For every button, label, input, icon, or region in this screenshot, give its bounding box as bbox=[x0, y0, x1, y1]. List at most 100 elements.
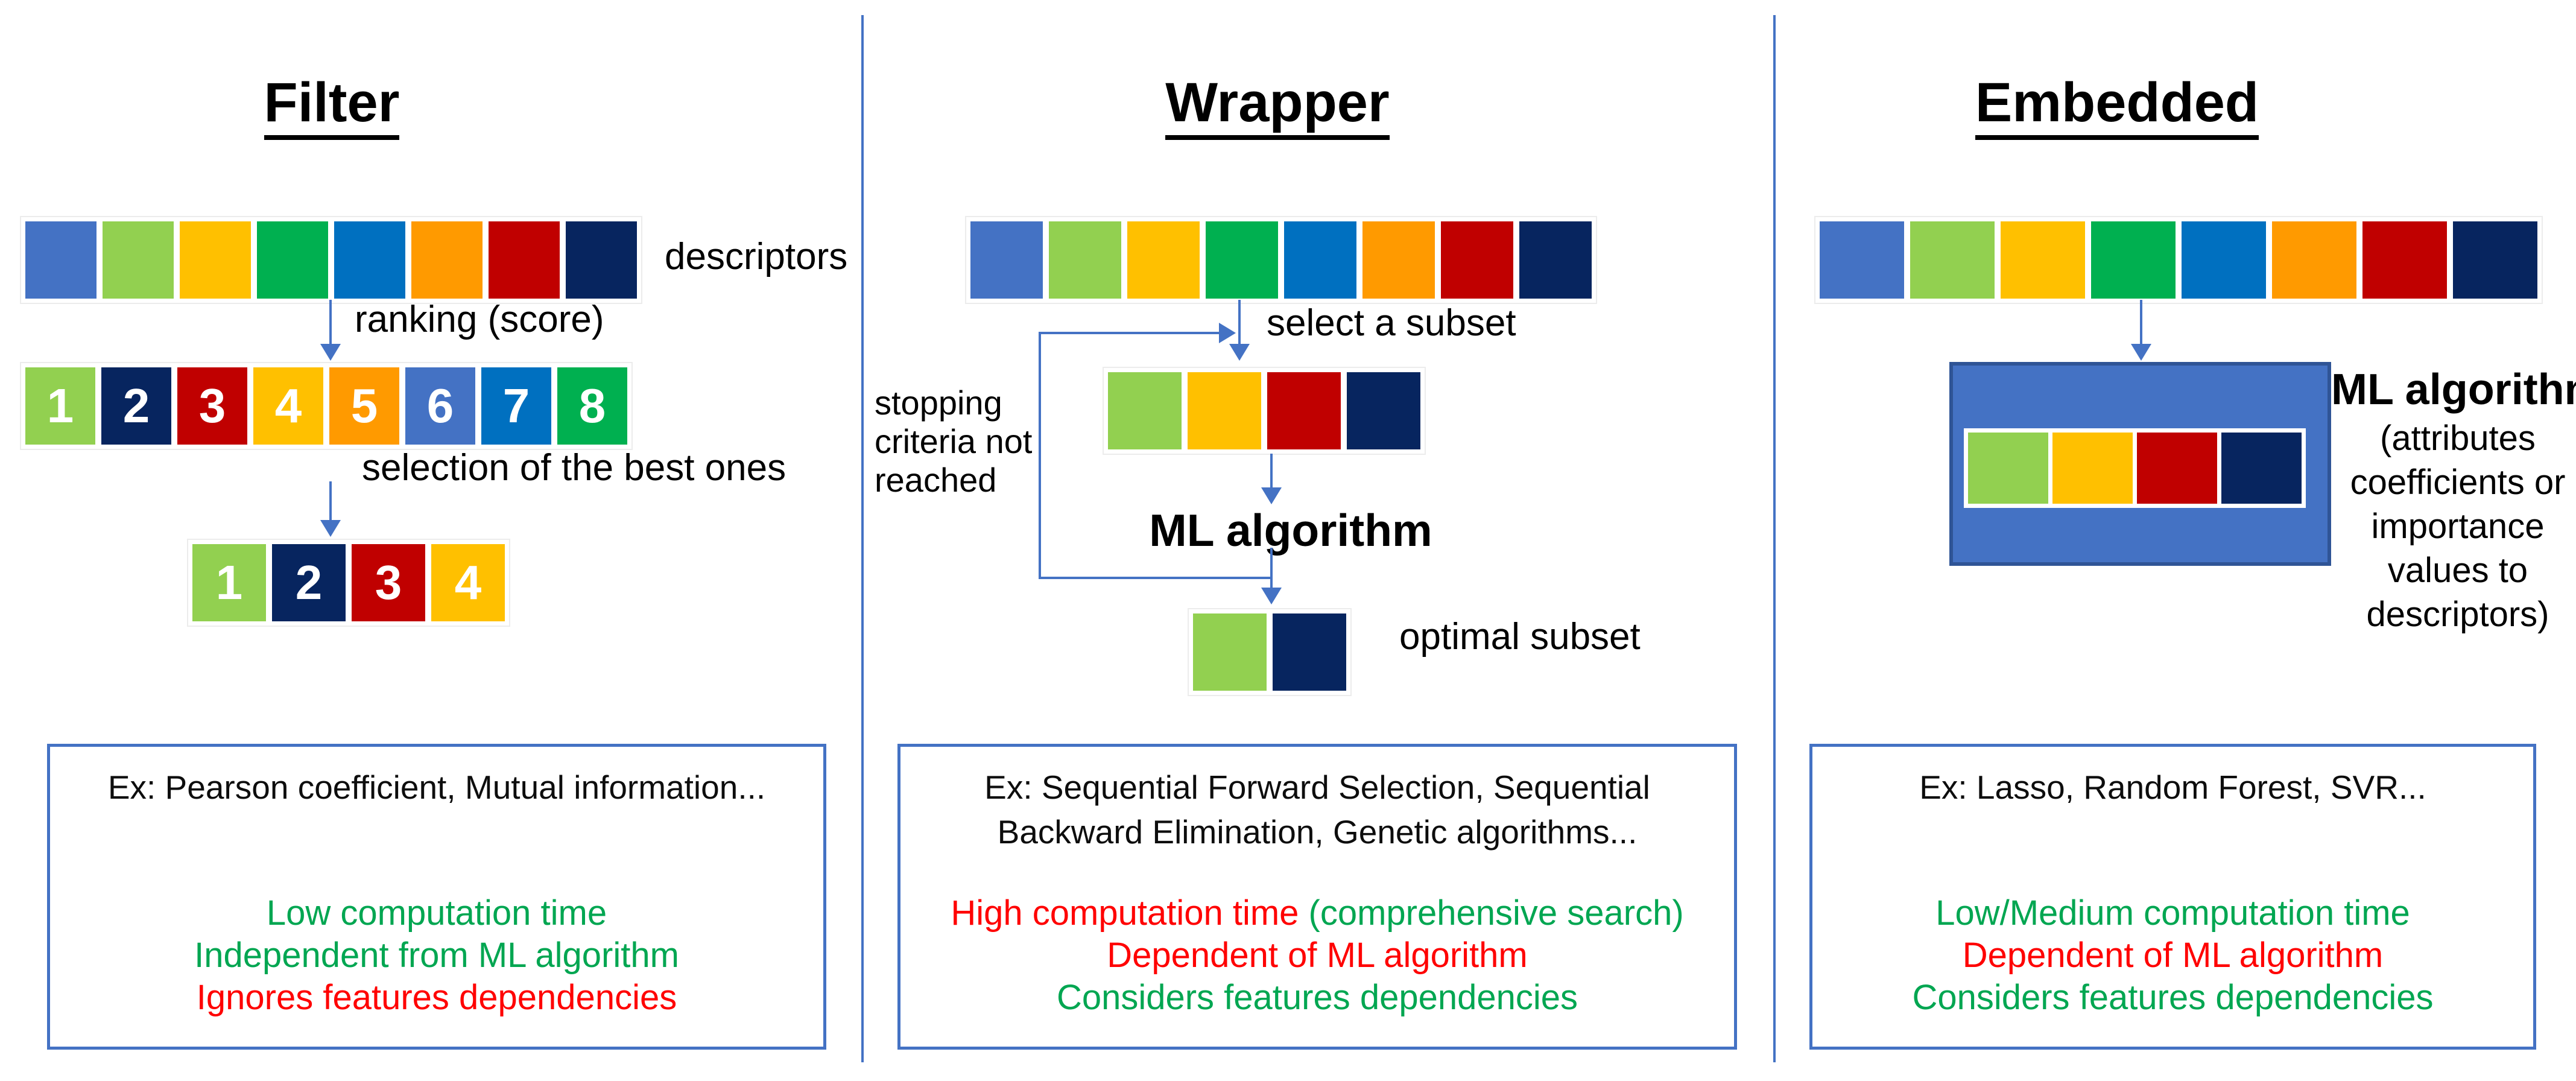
filter-info-box: Ex: Pearson coefficient, Mutual informat… bbox=[47, 744, 826, 1050]
embedded-arrow-line bbox=[2140, 300, 2142, 345]
block-number: 5 bbox=[350, 379, 378, 433]
block-number: 2 bbox=[295, 556, 323, 609]
info-point: Dependent of ML algorithm bbox=[907, 934, 1728, 977]
info-point-segment: Considers features dependencies bbox=[1912, 978, 2434, 1017]
embedded-title-text: Embedded bbox=[1975, 75, 2259, 140]
embedded-column-title: Embedded bbox=[1966, 71, 2268, 140]
block-number: 4 bbox=[274, 379, 302, 433]
color-block bbox=[2052, 433, 2133, 504]
embedded-ml-title: ML algorithm bbox=[2331, 366, 2576, 414]
color-block bbox=[411, 221, 483, 299]
color-block bbox=[1441, 221, 1513, 299]
color-block bbox=[970, 221, 1043, 299]
block-number: 2 bbox=[122, 379, 150, 433]
block-number: 3 bbox=[198, 379, 226, 433]
wrapper-optimal-row bbox=[1188, 608, 1352, 696]
wrapper-example-text: Ex: Sequential Forward Selection, Sequen… bbox=[910, 765, 1725, 854]
wrapper-ml-label: ML algorithm bbox=[1149, 505, 1432, 556]
color-block: 3 bbox=[352, 544, 425, 621]
info-point: Independent from ML algorithm bbox=[56, 934, 817, 977]
wrapper-optimal-label: optimal subset bbox=[1399, 616, 1641, 658]
filter-ranking-arrowhead-icon bbox=[320, 344, 341, 361]
color-block bbox=[1347, 372, 1420, 449]
filter-ranking-label: ranking (score) bbox=[355, 299, 604, 340]
filter-selection-label: selection of the best ones bbox=[362, 447, 786, 489]
text-line: Ex: Pearson coefficient, Mutual informat… bbox=[107, 769, 766, 806]
wrapper-ml-arrow-line bbox=[1270, 454, 1273, 489]
color-block: 4 bbox=[431, 544, 505, 621]
filter-example-text: Ex: Pearson coefficient, Mutual informat… bbox=[59, 765, 814, 810]
wrapper-loop-top-line bbox=[1039, 332, 1219, 334]
color-block bbox=[1188, 372, 1261, 449]
color-block bbox=[1820, 221, 1904, 299]
color-block: 1 bbox=[192, 544, 266, 621]
filter-selection-arrow-line bbox=[329, 481, 332, 521]
embedded-inner-row bbox=[1964, 428, 2306, 508]
wrapper-info-box: Ex: Sequential Forward Selection, Sequen… bbox=[897, 744, 1737, 1050]
color-block bbox=[2001, 221, 2085, 299]
color-block bbox=[1206, 221, 1278, 299]
color-block: 2 bbox=[272, 544, 346, 621]
info-point: High computation time (comprehensive sea… bbox=[907, 892, 1728, 934]
block-number: 1 bbox=[46, 379, 74, 433]
color-block bbox=[489, 221, 560, 299]
color-block bbox=[1362, 221, 1435, 299]
color-block: 5 bbox=[329, 367, 399, 445]
info-point-segment: Ignores features dependencies bbox=[196, 978, 677, 1017]
wrapper-descriptor-row bbox=[965, 216, 1597, 304]
wrapper-subset-row bbox=[1103, 367, 1426, 455]
wrapper-loop-arrowhead-icon bbox=[1219, 323, 1236, 343]
color-block: 4 bbox=[253, 367, 323, 445]
color-block: 8 bbox=[557, 367, 627, 445]
color-block bbox=[1127, 221, 1200, 299]
color-block bbox=[566, 221, 637, 299]
color-block bbox=[2221, 433, 2302, 504]
info-point: Low/Medium computation time bbox=[1818, 892, 2527, 934]
text-line: (attributes bbox=[2380, 419, 2536, 458]
wrapper-select-label: select a subset bbox=[1267, 302, 1516, 344]
text-line: reached bbox=[875, 461, 997, 499]
color-block bbox=[103, 221, 174, 299]
color-block bbox=[1284, 221, 1356, 299]
color-block bbox=[1108, 372, 1182, 449]
text-line: Ex: Lasso, Random Forest, SVR... bbox=[1919, 769, 2426, 806]
color-block bbox=[334, 221, 405, 299]
filter-descriptors-label: descriptors bbox=[665, 236, 848, 277]
filter-selection-arrowhead-icon bbox=[320, 520, 341, 537]
wrapper-optimal-arrow-line bbox=[1270, 548, 1273, 589]
color-block bbox=[1519, 221, 1592, 299]
filter-descriptor-row bbox=[20, 216, 642, 304]
info-point-segment: Considers features dependencies bbox=[1056, 978, 1578, 1017]
column-divider-1 bbox=[861, 15, 864, 1062]
filter-column-title: Filter bbox=[178, 71, 486, 140]
text-line: Backward Elimination, Genetic algorithms… bbox=[997, 813, 1638, 851]
embedded-info-box: Ex: Lasso, Random Forest, SVR... Low/Med… bbox=[1809, 744, 2536, 1050]
info-point-segment: Independent from ML algorithm bbox=[194, 936, 679, 975]
wrapper-loop-left-line bbox=[1039, 332, 1041, 579]
info-point-segment: High computation time bbox=[951, 893, 1309, 933]
color-block: 3 bbox=[177, 367, 247, 445]
info-point-segment: Dependent of ML algorithm bbox=[1107, 936, 1528, 975]
embedded-descriptor-row bbox=[1814, 216, 2543, 304]
wrapper-select-arrow-line bbox=[1238, 300, 1241, 345]
column-divider-2 bbox=[1773, 15, 1776, 1062]
info-point-segment: Dependent of ML algorithm bbox=[1962, 936, 2384, 975]
wrapper-title-text: Wrapper bbox=[1165, 75, 1390, 140]
color-block bbox=[2272, 221, 2356, 299]
text-line: values to bbox=[2387, 551, 2528, 590]
wrapper-points: High computation time (comprehensive sea… bbox=[907, 892, 1728, 1019]
embedded-arrowhead-icon bbox=[2131, 344, 2151, 361]
block-number: 8 bbox=[578, 379, 606, 433]
color-block bbox=[2091, 221, 2176, 299]
wrapper-select-arrowhead-icon bbox=[1229, 344, 1250, 361]
info-point-segment: (comprehensive search) bbox=[1308, 893, 1684, 933]
text-line: importance bbox=[2371, 507, 2545, 546]
filter-title-text: Filter bbox=[264, 75, 400, 140]
color-block bbox=[2182, 221, 2266, 299]
